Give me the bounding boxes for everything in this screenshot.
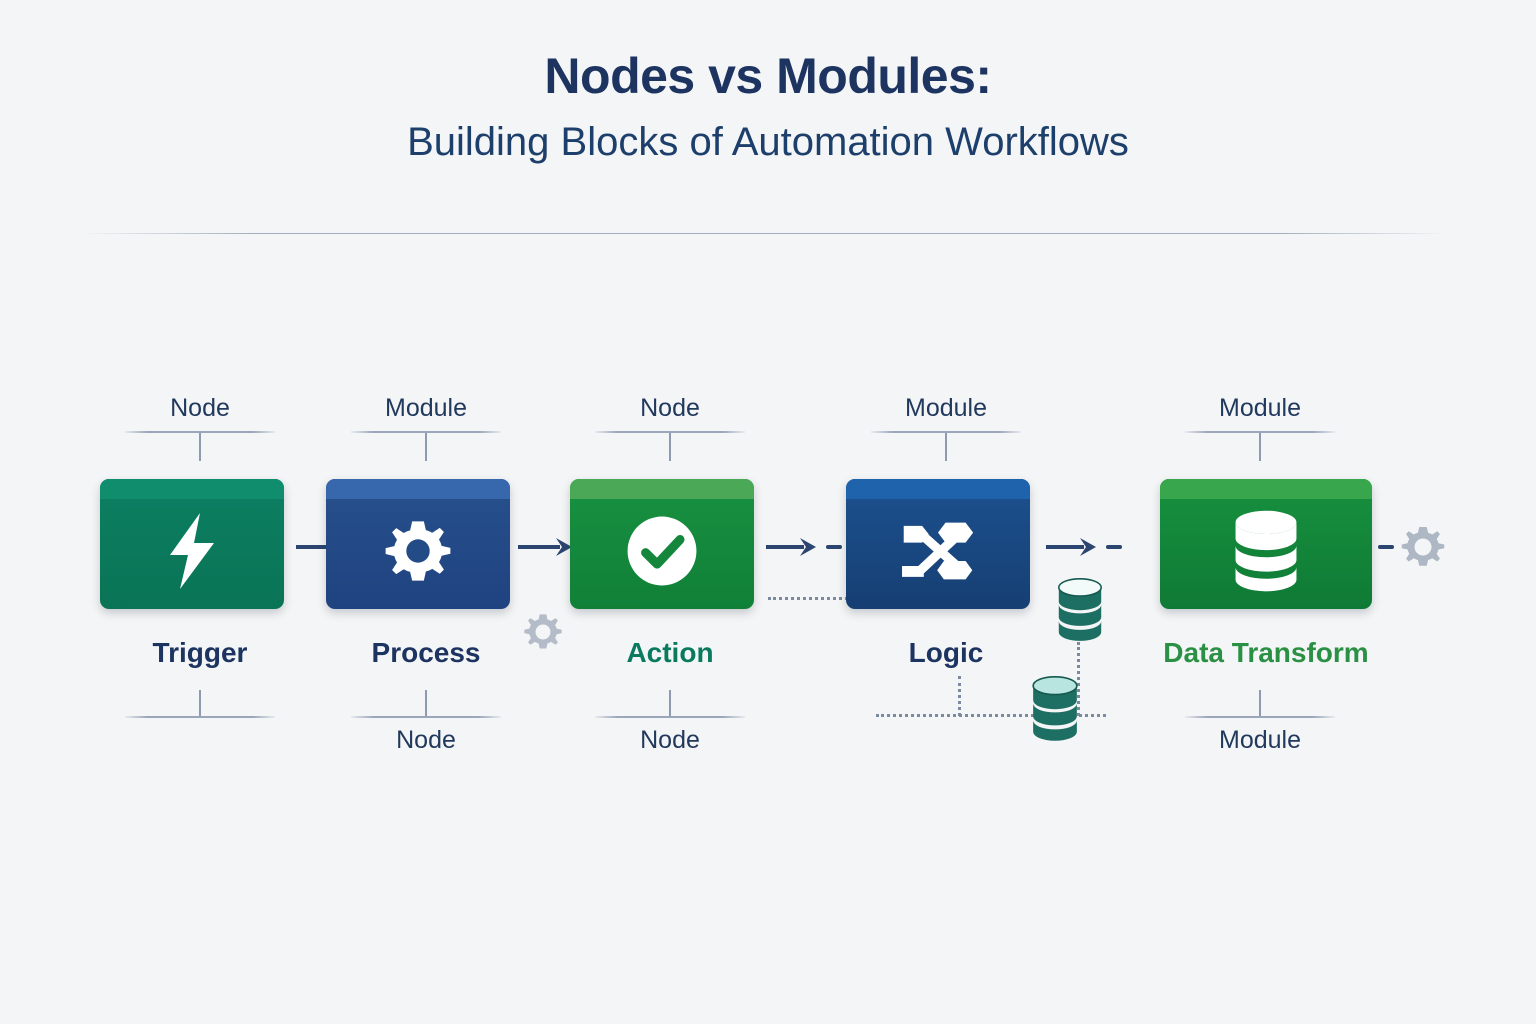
- lightning-bolt-icon: [160, 511, 224, 591]
- node-trigger-title: Trigger: [152, 637, 248, 668]
- node-process-title: Process: [371, 637, 481, 668]
- node-action-bottom-label: Node: [640, 726, 700, 754]
- header-divider: [88, 233, 1444, 234]
- node-action-bottom-label-group: Node: [570, 690, 770, 753]
- node-action-top-label-group: Node: [570, 396, 770, 461]
- node-process-bottom-label-group: Node: [326, 690, 526, 753]
- label-rule: [595, 431, 745, 433]
- check-circle-icon: [621, 510, 703, 592]
- dotted-connector-logic-vertical: [958, 676, 961, 716]
- label-tick: [425, 690, 427, 716]
- dotted-connector-logic-bottom: [876, 714, 1106, 717]
- label-tick: [199, 433, 201, 461]
- label-rule: [1185, 431, 1335, 433]
- card-title-bar: [326, 479, 510, 499]
- node-data-transform-title: Data Transform: [1163, 637, 1369, 668]
- label-tick: [945, 433, 947, 461]
- connector-logic-datatransform: [1046, 538, 1096, 556]
- database-decoration-2: [1026, 676, 1084, 749]
- node-process-bottom-label: Node: [396, 726, 456, 754]
- label-tick: [1259, 690, 1261, 716]
- label-rule: [351, 716, 501, 718]
- dotted-connector-db-vertical: [1077, 642, 1080, 716]
- card-title-bar: [1160, 479, 1372, 499]
- node-logic-title: Logic: [908, 637, 984, 668]
- database-decoration-1: [1052, 578, 1108, 649]
- database-icon: [1221, 508, 1311, 594]
- node-trigger-bottom-label-group: [100, 690, 300, 728]
- node-data-transform-card[interactable]: [1160, 479, 1372, 609]
- node-process-card[interactable]: [326, 479, 510, 609]
- node-data-transform-bottom-label-group: Module: [1160, 690, 1360, 753]
- label-tick: [1259, 433, 1261, 461]
- node-action-top-label: Node: [640, 394, 700, 422]
- label-rule: [351, 431, 501, 433]
- node-process-top-label-group: Module: [326, 396, 526, 461]
- label-rule: [595, 716, 745, 718]
- page-header: Nodes vs Modules: Building Blocks of Aut…: [0, 0, 1536, 165]
- node-logic-card[interactable]: [846, 479, 1030, 609]
- label-rule: [871, 431, 1021, 433]
- connector-process-action: [518, 538, 572, 556]
- node-logic-top-label: Module: [905, 394, 987, 422]
- node-data-transform-bottom-label: Module: [1219, 726, 1301, 754]
- node-action-title: Action: [626, 637, 714, 668]
- label-tick: [669, 433, 671, 461]
- dotted-connector-action-logic: [768, 597, 848, 600]
- node-data-transform-top-label-group: Module: [1160, 396, 1360, 461]
- node-process-top-label: Module: [385, 394, 467, 422]
- gear-decoration-1: [521, 610, 565, 659]
- label-rule: [125, 716, 275, 718]
- label-rule: [1185, 716, 1335, 718]
- node-logic-top-label-group: Module: [846, 396, 1046, 461]
- connector-action-logic: [766, 538, 816, 556]
- label-rule: [125, 431, 275, 433]
- node-trigger-top-label: Node: [170, 394, 230, 422]
- node-trigger-top-label-group: Node: [100, 396, 300, 461]
- label-tick: [669, 690, 671, 716]
- label-tick: [199, 690, 201, 716]
- connector-dash-action-logic: [826, 545, 842, 549]
- connector-dash-right-gear: [1378, 545, 1394, 549]
- node-action-card[interactable]: [570, 479, 754, 609]
- page-subtitle: Building Blocks of Automation Workflows: [407, 120, 1129, 164]
- card-title-bar: [846, 479, 1030, 499]
- connector-dash-logic-datatransform: [1106, 545, 1122, 549]
- label-tick: [425, 433, 427, 461]
- gear-decoration-2: [1398, 522, 1448, 577]
- page-title: Nodes vs Modules:: [544, 48, 992, 104]
- card-title-bar: [100, 479, 284, 499]
- shuffle-branch-icon: [892, 512, 984, 590]
- gear-icon: [379, 512, 457, 590]
- node-data-transform-top-label: Module: [1219, 394, 1301, 422]
- card-title-bar: [570, 479, 754, 499]
- node-trigger-card[interactable]: [100, 479, 284, 609]
